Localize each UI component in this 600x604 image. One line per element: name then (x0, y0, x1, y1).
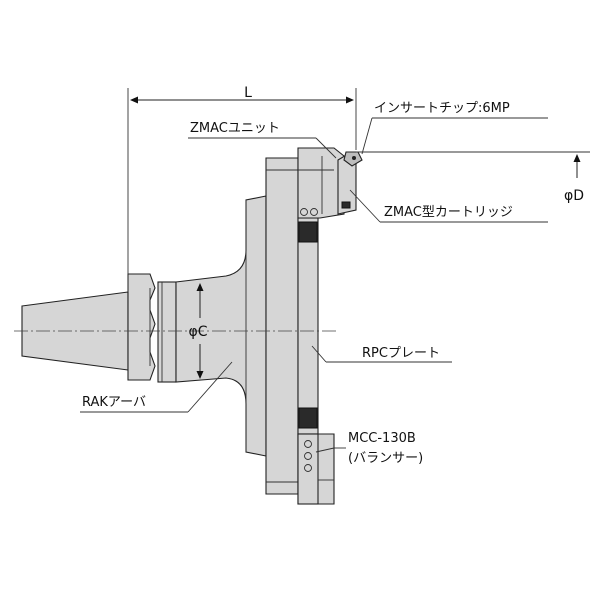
balancer-screw-1 (304, 440, 312, 448)
dimension-l-label: L (244, 85, 252, 101)
callout-zmac-cartridge: ZMAC型カートリッジ (349, 189, 548, 223)
rak-arbor-label: RAKアーバ (82, 395, 146, 410)
balancer-screw-3 (304, 464, 312, 472)
insert-tip-label: インサートチップ:6MP (374, 101, 510, 116)
zmac-unit-label: ZMACユニット (190, 121, 280, 136)
callout-zmac-unit: ZMACユニット (188, 121, 337, 159)
rpc-plate-seal-top (298, 221, 318, 243)
tool-body (21, 147, 363, 505)
dimension-c: φC (188, 283, 208, 379)
balancer-name-label: (バランサー) (348, 451, 423, 466)
dimension-c-label: φC (188, 324, 207, 340)
balancer-screw-2 (304, 452, 312, 460)
callout-rpc-plate: RPCプレート (311, 345, 452, 363)
balancer-model-label: MCC-130B (348, 431, 416, 446)
arbor-front-hub (265, 157, 299, 495)
arbor-neck (157, 281, 177, 383)
callout-insert-tip: インサートチップ:6MP (361, 101, 548, 155)
zmac-unit-housing (297, 147, 345, 219)
shank-flange (127, 273, 156, 381)
rpc-plate (297, 217, 319, 435)
dimension-l: L (127, 85, 357, 292)
zmac-cartridge-label: ZMAC型カートリッジ (384, 205, 513, 220)
rpc-plate-label: RPCプレート (362, 346, 440, 361)
rpc-plate-seal-bottom (298, 407, 318, 429)
dimension-d-label: φD (564, 188, 584, 204)
callout-balancer: MCC-130B (バランサー) (315, 431, 423, 466)
dimension-d: φD (356, 151, 590, 204)
callout-rak-arbor: RAKアーバ (80, 361, 233, 413)
